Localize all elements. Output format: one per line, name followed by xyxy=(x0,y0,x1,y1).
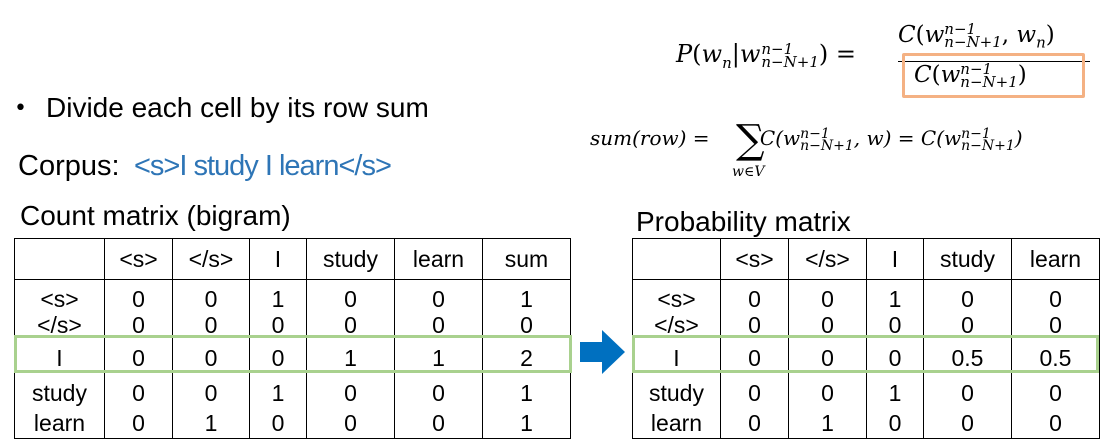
table-cell: 1 xyxy=(172,408,250,439)
table-cell: 0 xyxy=(720,279,789,312)
table-row: </s> 0 0 0 0 0 xyxy=(632,312,1100,338)
header-cell: sum xyxy=(482,238,571,280)
table-cell: 0 xyxy=(1011,279,1100,312)
table-cell: 1 xyxy=(482,279,571,312)
table-row: <s> 0 0 1 0 0 1 xyxy=(14,279,571,312)
table-cell: 0 xyxy=(1011,378,1100,408)
row-label: <s> xyxy=(632,279,721,312)
header-cell: study xyxy=(306,238,395,280)
table-cell: 0 xyxy=(172,378,250,408)
table-header-row: <s> </s> I study learn sum xyxy=(14,238,571,280)
table-cell: 0 xyxy=(306,408,395,439)
row-label: learn xyxy=(632,408,721,439)
table-cell: 0 xyxy=(788,312,867,338)
table-row: study 0 0 1 0 0 xyxy=(632,378,1100,408)
table-cell: 0 xyxy=(104,279,173,312)
table-cell: 0 xyxy=(249,312,307,338)
corpus-text: <s>I study I learn</s> xyxy=(134,150,392,182)
table-cell: 0 xyxy=(394,408,483,439)
row-label: </s> xyxy=(14,312,105,338)
table-cell: 0 xyxy=(720,408,789,439)
table-cell: 0 xyxy=(1011,408,1100,439)
table-cell: 0 xyxy=(249,408,307,439)
row-label: study xyxy=(14,378,105,408)
sigma-symbol: ∑ xyxy=(736,117,765,163)
table-row: </s> 0 0 0 0 0 0 xyxy=(14,312,571,338)
table-cell: 0 xyxy=(104,312,173,338)
table-cell: 0 xyxy=(923,279,1012,312)
table-cell: 1 xyxy=(866,378,924,408)
table-cell: 0 xyxy=(306,378,395,408)
table-cell: 0 xyxy=(788,378,867,408)
table-cell: 1 xyxy=(482,378,571,408)
header-cell: learn xyxy=(394,238,483,280)
table-cell: 0 xyxy=(1011,312,1100,338)
table-cell: 0 xyxy=(104,378,173,408)
probability-matrix-table: <s> </s> I study learn <s> 0 0 1 0 0 </s… xyxy=(632,238,1100,439)
table-header-row: <s> </s> I study learn xyxy=(632,238,1100,280)
probability-row-highlight xyxy=(632,335,1099,373)
header-cell xyxy=(632,238,721,280)
header-cell: I xyxy=(866,238,924,280)
bullet-text: Divide each cell by its row sum xyxy=(46,92,429,123)
table-cell: 0 xyxy=(172,279,250,312)
table-cell: 0 xyxy=(104,338,173,378)
table-cell: 0 xyxy=(788,279,867,312)
table-cell: 0 xyxy=(923,378,1012,408)
header-cell: <s> xyxy=(720,238,789,280)
table-cell: 0 xyxy=(482,312,571,338)
table-cell: 0 xyxy=(866,408,924,439)
table-cell: 0 xyxy=(394,378,483,408)
bullet-dot: • xyxy=(14,96,27,121)
corpus-label: Corpus: xyxy=(18,150,120,182)
table-cell: 1 xyxy=(249,378,307,408)
count-matrix-title: Count matrix (bigram) xyxy=(20,200,291,231)
right-arrow-icon xyxy=(580,330,625,374)
header-cell: I xyxy=(249,238,307,280)
header-cell: <s> xyxy=(104,238,173,280)
table-cell: 1 xyxy=(249,279,307,312)
header-cell xyxy=(14,238,105,280)
header-cell: </s> xyxy=(172,238,250,280)
sigma-subscript: w∈V xyxy=(732,164,765,180)
denominator-highlight-box xyxy=(902,53,1085,98)
header-cell: </s> xyxy=(788,238,867,280)
table-row: learn 0 1 0 0 0 xyxy=(632,408,1100,439)
table-cell: 0 xyxy=(923,312,1012,338)
count-row-highlight xyxy=(14,335,572,373)
sum-lhs: sum(row) = xyxy=(590,126,710,150)
table-row: study 0 0 1 0 0 1 xyxy=(14,378,571,408)
table-cell: 0 xyxy=(394,312,483,338)
table-cell: 0 xyxy=(306,279,395,312)
table-cell: 0 xyxy=(104,408,173,439)
table-cell: 0 xyxy=(923,408,1012,439)
probability-matrix-title: Probability matrix xyxy=(636,206,851,237)
table-cell: 1 xyxy=(482,408,571,439)
table-cell: 0 xyxy=(306,312,395,338)
row-label: learn xyxy=(14,408,105,439)
table-cell: 0 xyxy=(394,279,483,312)
table-row: learn 0 1 0 0 0 1 xyxy=(14,408,571,439)
table-cell: 1 xyxy=(788,408,867,439)
row-label: <s> xyxy=(14,279,105,312)
table-cell: 1 xyxy=(866,279,924,312)
header-cell: study xyxy=(923,238,1012,280)
header-cell: learn xyxy=(1011,238,1100,280)
table-cell: 0 xyxy=(720,378,789,408)
table-row: <s> 0 0 1 0 0 xyxy=(632,279,1100,312)
row-label: study xyxy=(632,378,721,408)
fraction-bar xyxy=(898,61,1090,62)
table-cell: 0 xyxy=(866,312,924,338)
